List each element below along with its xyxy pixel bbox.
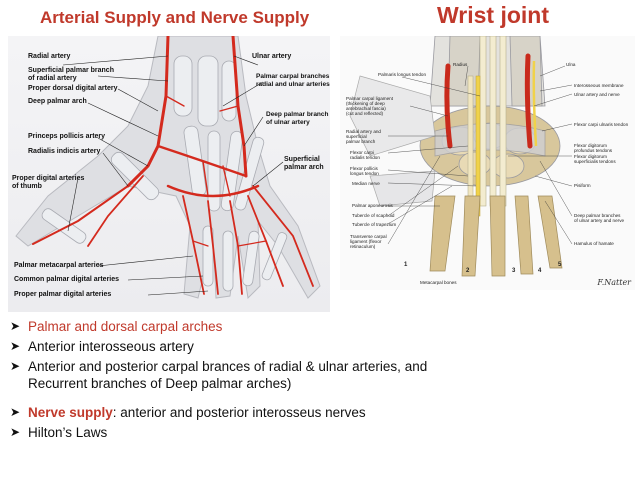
metacarpal-number-2: 2 (466, 268, 470, 274)
metacarpal-number-5: 5 (558, 262, 562, 268)
bullet-text: Anterior interosseous artery (28, 339, 194, 354)
label-radialis-indicis: Radialis indicis artery (28, 148, 101, 155)
slide-title-left: Arterial Supply and Nerve Supply (40, 8, 310, 27)
label-fcr-2: radialis tendon (350, 155, 380, 160)
right-arrowhead-icon: ➤ (10, 359, 21, 373)
label-fpl-2: longus tendon (350, 171, 379, 176)
label-tubercle-scaphoid: Tubercle of scaphoid (352, 213, 395, 218)
label-palmar-aponeurosis: Palmar aponeurosis (352, 203, 393, 208)
label-interosseous-membrane: Interosseous membrane (574, 83, 624, 88)
label-radius: Radius (453, 62, 468, 67)
label-hamulus: Hamulus of hamate (574, 241, 614, 246)
bullet-text: Palmar and dorsal carpal arches (28, 319, 223, 334)
label-ulnar-artery: Ulnar artery (252, 53, 292, 60)
label-transverse-carpal-3: retinaculum) (350, 244, 376, 249)
bullet-text-line-2: Recurrent branches of Deep palmar arches… (28, 376, 292, 391)
label-proper-digital-thumb-1: Proper digital arteries (12, 175, 85, 182)
label-palmar-carpal-1: Palmar carpal branches o (256, 73, 330, 80)
label-palmar-carpal-ligament-3: antebrachial fascia) (346, 106, 386, 111)
bullet-text-multiline: Anterior and posterior carpal brances of… (26, 358, 427, 392)
label-common-palmar-digital: Common palmar digital arteries (14, 276, 120, 283)
metacarpal-number-1: 1 (404, 262, 408, 268)
label-tubercle-trapezium: Tubercle of trapezium (352, 222, 397, 227)
label-fdp-1: Flexor digitorum (574, 143, 607, 148)
label-proper-digital-thumb-2: of thumb (12, 183, 42, 190)
label-fdp-2: profundus tendons (574, 148, 613, 153)
right-arrowhead-icon: ➤ (10, 405, 21, 419)
bullet-item: ➤ Anterior interosseous artery (10, 338, 194, 355)
metacarpal-number-3: 3 (512, 268, 516, 274)
label-deep-palmar-arch: Deep palmar arch (28, 98, 87, 105)
label-ulna: Ulna (566, 62, 576, 67)
hand-arterial-illustration: Radial artery Superficial palmar branch … (8, 36, 330, 312)
label-metacarpal-bones: Metacarpal bones (420, 280, 457, 285)
label-fds-2: superficialis tendons (574, 159, 616, 164)
label-radial-artery: Radial artery (28, 53, 71, 60)
label-proper-palmar-digital: Proper palmar digital arteries (14, 291, 112, 298)
label-fpl-1: Flexor pollicis (350, 166, 378, 171)
label-radial-artery-3: palmar branch (346, 139, 376, 144)
wrist-joint-drawing (349, 36, 573, 277)
label-deep-palmar-branch-1: Deep palmar branch (266, 111, 329, 118)
label-pisiform: Pisiform (574, 183, 591, 188)
label-radial-artery-2: superficial (346, 134, 367, 139)
slide-title-right: Wrist joint (437, 2, 550, 28)
label-fcr-1: Flexor carpi (350, 150, 374, 155)
label-palmar-carpal-ligament-4: (cut and reflected) (346, 111, 384, 116)
label-proper-dorsal-digital: Proper dorsal digital artery (28, 85, 118, 92)
label-fds-1: Flexor digitorum (574, 154, 607, 159)
bullet-text-nerve-supply: Nerve supply: anterior and posterior int… (26, 404, 366, 421)
right-arrowhead-icon: ➤ (10, 319, 21, 333)
right-arrowhead-icon: ➤ (10, 425, 21, 439)
label-ulnar-artery-nerve: Ulnar artery and nerve (574, 92, 620, 97)
label-superficial-palmar-branch-2: of radial artery (28, 75, 77, 82)
label-palmaris-longus-tendon: Palmaris longus tendon (378, 72, 427, 77)
label-palmar-metacarpal: Palmar metacarpal arteries (14, 262, 104, 269)
label-deep-palmar-branch-2: of ulnar artery (266, 119, 310, 126)
label-fcu-tendon: Flexor carpi ulnaris tendon (574, 122, 629, 127)
label-palmar-carpal-ligament-2: (thickening of deep (346, 101, 385, 106)
bullet-item: ➤ Nerve supply: anterior and posterior i… (10, 404, 366, 421)
bullet-item: ➤ Palmar and dorsal carpal arches (10, 318, 222, 335)
label-deep-palmar-branches-1: Deep palmar branches (574, 213, 621, 218)
label-transverse-carpal-1: Transverse carpal (350, 234, 387, 239)
artist-signature: F.Natter (597, 278, 631, 287)
label-palmar-carpal-2: radial and ulnar arteries (256, 81, 330, 88)
metacarpal-number-4: 4 (538, 268, 542, 274)
label-median-nerve: Median nerve (352, 181, 380, 186)
label-superficial-arch-1: Superficial (284, 156, 320, 163)
bullet-text-rest: : anterior and posterior interosseus ner… (112, 405, 366, 420)
hand-arteries-drawing (15, 36, 321, 300)
label-radial-artery-1: Radial artery and (346, 129, 381, 134)
label-superficial-palmar-branch-1: Superficial palmar branch (28, 67, 114, 74)
bullet-item: ➤ Hilton’s Laws (10, 424, 107, 441)
label-deep-palmar-branches-2: of ulnar artery and nerve (574, 218, 625, 223)
bullet-item: ➤ Anterior and posterior carpal brances … (10, 358, 427, 392)
right-arrowhead-icon: ➤ (10, 339, 21, 353)
label-transverse-carpal-2: ligament (flexor (350, 239, 382, 244)
label-palmar-carpal-ligament-1: Palmar carpal ligament (346, 96, 393, 101)
bullet-bold-label: Nerve supply (28, 405, 113, 420)
bullet-text-line-1: Anterior and posterior carpal brances of… (28, 359, 428, 374)
wrist-joint-illustration: Palmaris longus tendon Radius Ulna Inter… (340, 36, 635, 290)
label-superficial-arch-2: palmar arch (284, 164, 324, 171)
bullet-text: Hilton’s Laws (28, 425, 108, 440)
label-princeps-pollicis: Princeps pollicis artery (28, 133, 106, 140)
